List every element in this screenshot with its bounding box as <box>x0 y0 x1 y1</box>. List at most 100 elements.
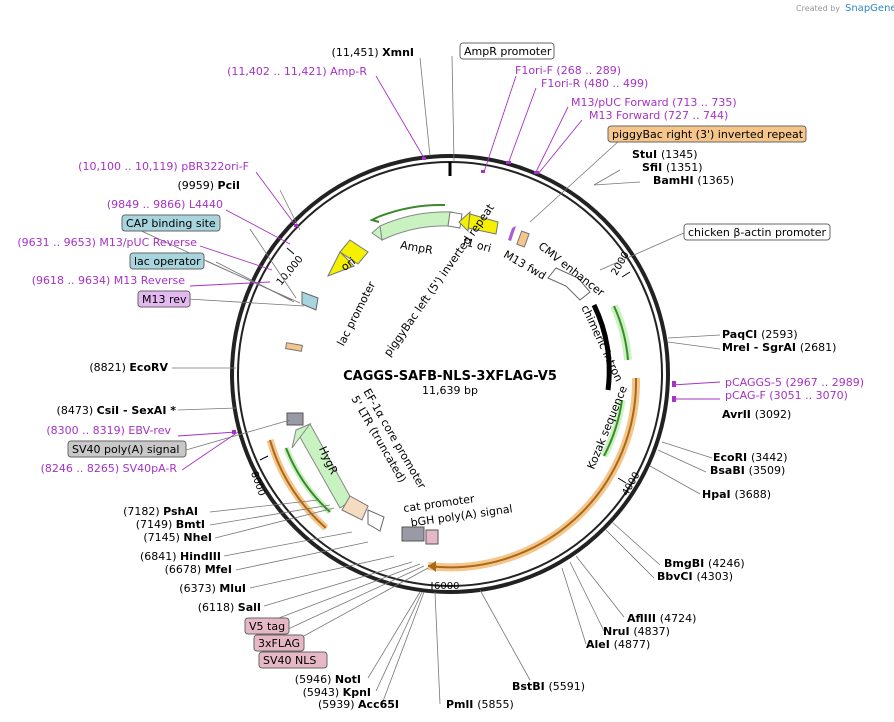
enzyme-label-alei[interactable]: AleI (4877) <box>586 638 650 651</box>
boxed-labels: AmpR promoter piggyBac right (3') invert… <box>67 42 831 669</box>
tick-2000 <box>621 271 631 278</box>
primer-label-m13-puc-forward[interactable]: M13/pUC Forward (713 .. 735) <box>571 96 737 109</box>
chimeric-intron-feature <box>591 303 612 391</box>
enzyme-labels: (11,451) XmnI StuI (1345)SfiI (1351)BamHI… <box>57 46 837 711</box>
primer-label-f1ori-r[interactable]: F1ori-R (480 .. 499) <box>541 77 648 90</box>
lac-operator-box <box>129 252 205 270</box>
hygr-end-feature <box>341 495 369 521</box>
v5-tag-label: V5 tag <box>249 620 285 633</box>
enzyme-label-noti[interactable]: (5946) NotI <box>295 673 361 686</box>
ori-feature <box>339 239 369 265</box>
cmv-enhancer-feature <box>547 267 591 301</box>
flag-label: 3xFLAG <box>258 637 300 650</box>
enzyme-label-bstbi[interactable]: BstBI (5591) <box>512 680 585 693</box>
enzyme-label-hindiii[interactable]: (6841) HindIII <box>140 550 221 563</box>
enzyme-label-bsabi[interactable]: BsaBI (3509) <box>710 464 785 477</box>
m13-rev-label: M13 rev <box>142 293 187 306</box>
primer-label-sv40pa-r[interactable]: (8246 .. 8265) SV40pA-R <box>41 462 178 475</box>
ampr-arrowhead <box>371 225 383 242</box>
sv40-nls-box <box>258 651 328 669</box>
plasmid-size: 11,639 bp <box>422 384 478 397</box>
sv40-polya-box <box>67 440 187 458</box>
primer-label-ebv-rev[interactable]: (8300 .. 8319) EBV-rev <box>46 424 171 437</box>
primer-label-m13-puc-reverse[interactable]: (9631 .. 9653) M13/pUC Reverse <box>17 236 197 249</box>
primer-marks <box>232 157 676 434</box>
safb-orf-arc <box>427 377 641 572</box>
plasmid-name: CAGGS-SAFB-NLS-3XFLAG-V5 <box>343 369 557 384</box>
enzyme-label-mlui[interactable]: (6373) MluI <box>179 582 246 595</box>
enzyme-label-nhei[interactable]: (7145) NheI <box>143 531 212 544</box>
ampr-promoter-label: AmpR promoter <box>464 45 552 58</box>
enzyme-label-kpni[interactable]: (5943) KpnI <box>303 686 371 699</box>
primer-label-l4440[interactable]: (9849 .. 9866) L4440 <box>107 198 223 211</box>
enzyme-label-sali[interactable]: (6118) SalI <box>198 601 261 614</box>
enzyme-label-acc65i[interactable]: (5939) Acc65I <box>318 698 399 711</box>
cat-promoter-feature <box>367 509 385 532</box>
piggybac-right-label: piggyBac right (3') inverted repeat <box>612 128 804 141</box>
piggybac-left-feature <box>285 342 303 352</box>
enzyme-label-mfei[interactable]: (6678) MfeI <box>165 563 232 576</box>
bgh-polya-feature <box>401 526 425 542</box>
primer-label-m13-reverse[interactable]: (9618 .. 9634) M13 Reverse <box>32 274 185 287</box>
flag-box <box>253 634 305 652</box>
backbone-outer <box>230 154 670 594</box>
m13-rev-box[interactable] <box>137 290 191 308</box>
primer-label-pcag-f[interactable]: pCAG-F (3051 .. 3070) <box>725 389 848 402</box>
enzyme-label-bamhi[interactable]: BamHI (1365) <box>653 174 734 187</box>
tick-8000 <box>259 455 269 461</box>
primer-labels: (11,402 .. 11,421) Amp-R F1ori-F (268 .. … <box>17 64 864 475</box>
enzyme-label-bbvci[interactable]: BbvCI (4303) <box>657 570 733 583</box>
enzyme-label-ecorv[interactable]: (8821) EcoRV <box>89 361 168 374</box>
sv40-polya-feature <box>286 412 304 426</box>
primer-label-f1ori-f[interactable]: F1ori-F (268 .. 289) <box>515 64 621 77</box>
small-tag-features <box>425 529 439 545</box>
tick-4000 <box>617 477 627 484</box>
ampr-orf-line <box>377 203 446 218</box>
ampr-label: AmpR <box>399 239 434 258</box>
primer-label-pcaggs-5[interactable]: pCAGGS-5 (2967 .. 2989) <box>725 376 864 389</box>
enzyme-label-ecori[interactable]: EcoRI (3442) <box>713 451 788 464</box>
lac-promoter-label: lac promoter <box>335 279 379 348</box>
snapgene-brand: SnapGene <box>845 3 894 14</box>
tick-label-10000: 10,000 <box>275 254 306 288</box>
lac-region-feature <box>301 291 319 311</box>
enzyme-label-bmgbi[interactable]: BmgBI (4246) <box>664 557 745 570</box>
enzyme-label-avrii[interactable]: AvrII (3092) <box>722 408 791 421</box>
enzyme-label-pcii[interactable]: (9959) PciI <box>177 179 240 192</box>
cap-binding-box <box>121 214 221 232</box>
credit-text: Created by <box>796 4 840 13</box>
m13-fwd-marker <box>508 226 516 241</box>
enzyme-label-stui[interactable]: StuI (1345) <box>632 148 698 161</box>
enzyme-label-hpai[interactable]: HpaI (3688) <box>702 488 771 501</box>
chicken-actin-box <box>683 223 831 241</box>
ampr-promoter-feature <box>447 211 463 229</box>
piggybac-right-feature <box>516 230 530 248</box>
chicken-actin-label: chicken β-actin promoter <box>688 226 826 239</box>
enzyme-label-mrei-sgrai[interactable]: MreI - SgrAI (2681) <box>722 341 836 354</box>
sv40-nls-label: SV40 NLS <box>263 654 316 667</box>
enzyme-label-pmli[interactable]: PmlI (5855) <box>446 698 514 711</box>
enzyme-label-pshai[interactable]: (7182) PshAI <box>123 505 198 518</box>
enzyme-label-sfii[interactable]: SfiI (1351) <box>642 161 703 174</box>
ampr-promoter-box <box>459 42 555 60</box>
enzyme-label-bmti[interactable]: (7149) BmtI <box>136 518 205 531</box>
ampr-feature <box>379 211 453 241</box>
piggybac-right-box <box>607 125 807 143</box>
enzyme-label-csii-sexai-[interactable]: (8473) CsiI - SexAI * <box>57 404 177 417</box>
cap-binding-label: CAP binding site <box>126 217 216 230</box>
lac-operator-label: lac operator <box>134 255 201 268</box>
right-green-arc <box>610 304 632 361</box>
v5-tag-box <box>244 617 290 635</box>
enzyme-label-nrui[interactable]: NruI (4837) <box>603 625 670 638</box>
tick-label-6000: 6000 <box>434 581 459 592</box>
tick-10000 <box>286 247 295 255</box>
enzyme-label-paqci[interactable]: PaqCI (2593) <box>722 328 798 341</box>
primer-label-pbr322ori-f[interactable]: (10,100 .. 10,119) pBR322ori-F <box>78 160 249 173</box>
primer-label-amp-r[interactable]: (11,402 .. 11,421) Amp-R <box>227 65 367 78</box>
sv40-polya-label: SV40 poly(A) signal <box>72 443 179 456</box>
enzyme-label-xmni[interactable]: (11,451) XmnI <box>332 46 414 59</box>
enzyme-label-afliii[interactable]: AflIII (4724) <box>627 612 696 625</box>
primer-label-m13-forward[interactable]: M13 Forward (727 .. 744) <box>589 109 728 122</box>
